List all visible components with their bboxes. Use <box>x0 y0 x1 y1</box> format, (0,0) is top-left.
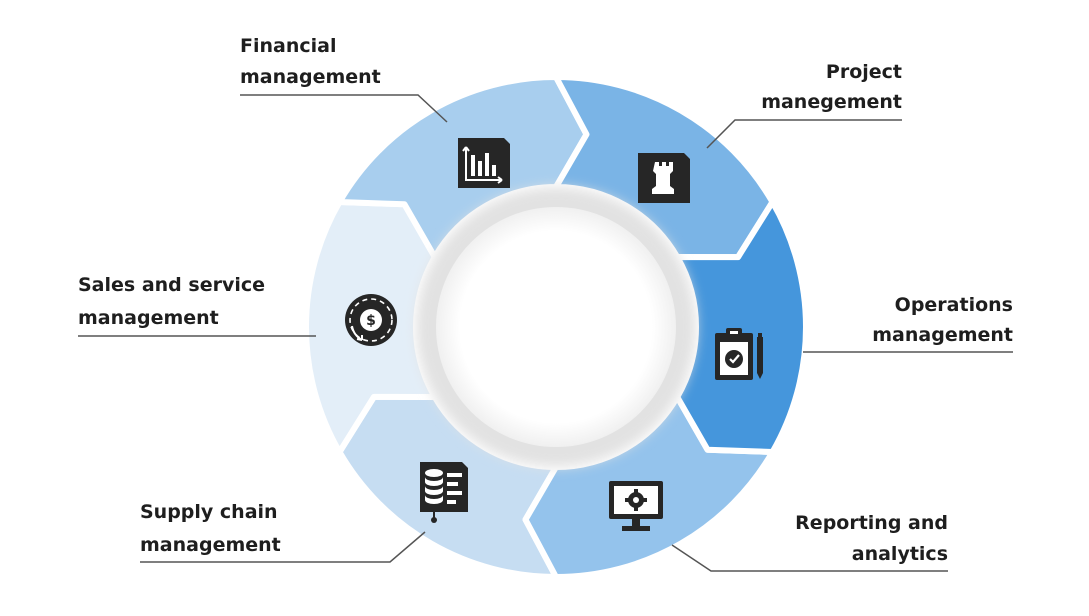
label-financial-line1: Financial <box>240 35 336 57</box>
label-reporting-line2: analytics <box>852 543 948 565</box>
leader-line-reporting <box>671 544 948 572</box>
bar-chart-icon <box>458 138 510 188</box>
label-sales: Sales and service management <box>78 274 265 329</box>
label-reporting-line1: Reporting and <box>795 512 948 534</box>
label-sales-line2: management <box>78 307 219 329</box>
label-financial-line2: management <box>240 66 381 88</box>
chess-rook-icon <box>638 153 690 203</box>
label-operations-line2: management <box>872 324 1013 346</box>
database-document-icon <box>420 462 468 523</box>
label-project-line1: Project <box>826 61 902 83</box>
label-financial: Financial management <box>240 35 381 88</box>
label-sales-line1: Sales and service <box>78 274 265 296</box>
label-project: Project manegement <box>761 61 902 113</box>
label-operations: Operations management <box>872 294 1013 346</box>
label-supply-line1: Supply chain <box>140 501 278 523</box>
leader-line-project <box>706 119 902 149</box>
leader-line-financial <box>240 94 448 123</box>
label-supply-line2: management <box>140 534 281 556</box>
dollar-clock-icon: $ <box>345 294 397 346</box>
label-operations-line1: Operations <box>895 294 1013 316</box>
monitor-gear-icon <box>609 481 663 531</box>
leader-line-supply <box>140 531 426 563</box>
label-supply: Supply chain management <box>140 501 281 556</box>
clipboard-check-icon <box>715 328 763 380</box>
center-circle <box>436 207 676 447</box>
label-project-line2: manegement <box>761 91 902 113</box>
label-reporting: Reporting and analytics <box>795 512 948 565</box>
leader-lines <box>78 94 1013 572</box>
segment-icons: $ <box>345 138 763 531</box>
svg-text:$: $ <box>366 313 376 329</box>
